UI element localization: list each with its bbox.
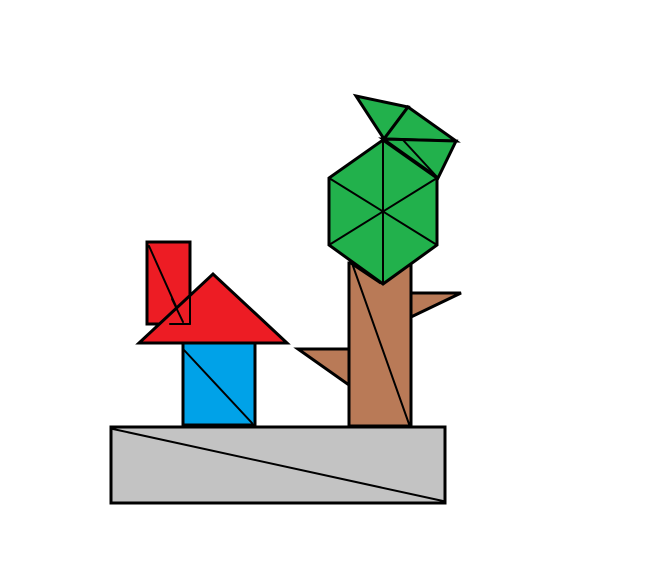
tree-right-branch <box>409 291 462 320</box>
ground-diagonal <box>112 428 444 502</box>
wall-diagonal <box>183 349 253 424</box>
house <box>135 240 291 427</box>
trunk-diagonal <box>352 265 410 425</box>
crown-spoke-3 <box>328 177 438 246</box>
tree <box>293 93 462 428</box>
ground-slab <box>109 425 447 505</box>
chimney-diagonal-over-roof <box>171 298 184 323</box>
tree-left-branch <box>293 347 351 388</box>
tree-crown <box>327 138 439 286</box>
leaf-inner-line <box>402 139 439 179</box>
tree-leaf-cluster <box>352 93 461 181</box>
house-wall <box>181 341 257 427</box>
